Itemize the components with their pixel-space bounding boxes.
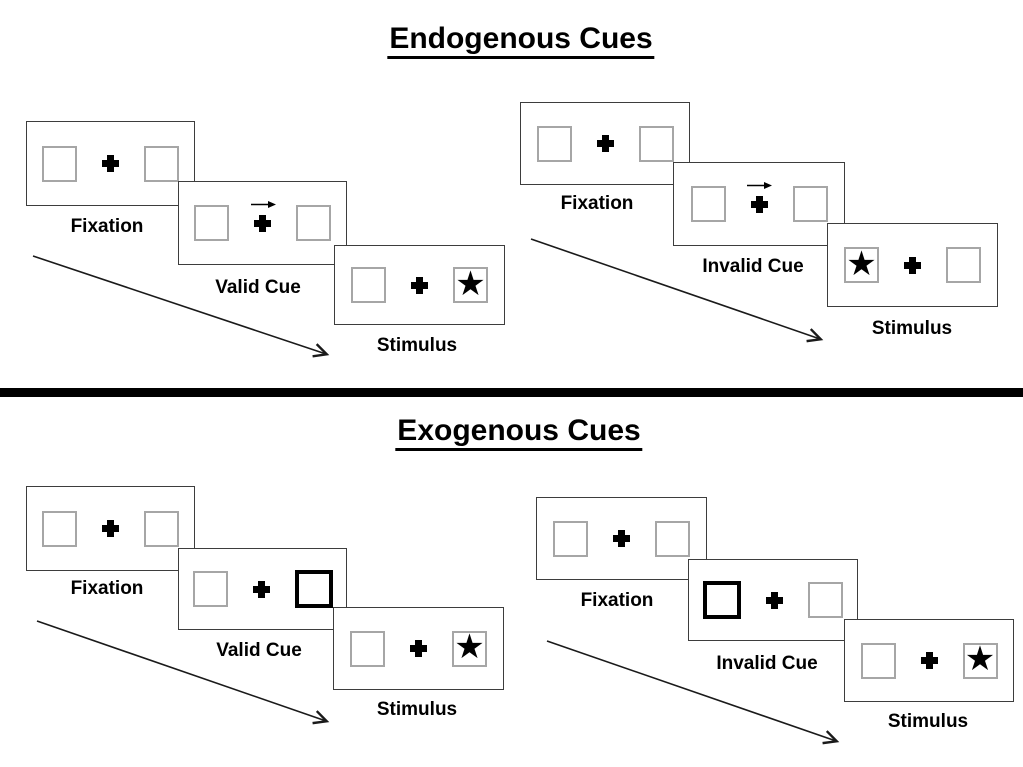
time-arrow-endogenous-valid <box>32 255 330 358</box>
panel-stimulus: ★ <box>827 223 998 307</box>
step-label: Stimulus <box>376 335 458 356</box>
step-label: Stimulus <box>871 318 953 339</box>
step-label: Valid Cue <box>216 640 302 661</box>
central-cue <box>747 181 772 213</box>
step-label: Fixation <box>70 216 144 237</box>
fixation-cross-icon <box>252 580 270 598</box>
time-arrow-exogenous-invalid <box>546 640 840 745</box>
star-stimulus-icon: ★ <box>846 243 877 284</box>
panel-valid-cue <box>178 181 347 265</box>
panel-valid-cue <box>178 548 347 630</box>
cue-arrow-right-icon <box>250 200 276 208</box>
step-label: Fixation <box>560 193 634 214</box>
right-box <box>808 582 843 618</box>
step-label: Invalid Cue <box>716 653 818 674</box>
right-box <box>144 510 179 547</box>
star-stimulus-icon: ★ <box>455 263 486 304</box>
panel-stimulus: ★ <box>334 245 505 325</box>
fixation-cross-icon <box>920 652 938 669</box>
step-label: Fixation <box>580 590 654 611</box>
right-box: ★ <box>453 267 488 303</box>
left-box <box>351 267 386 303</box>
left-box <box>192 571 228 607</box>
left-box: ★ <box>844 247 879 283</box>
step-label: Stimulus <box>887 711 969 732</box>
step-label: Stimulus <box>376 699 458 720</box>
time-arrow-exogenous-valid <box>36 620 330 725</box>
step-label: Invalid Cue <box>702 256 804 277</box>
fixation-cross-icon <box>596 135 614 152</box>
left-box <box>42 510 77 547</box>
cue-highlight-box <box>703 581 741 619</box>
step-label: Fixation <box>70 578 144 599</box>
fixation-cross-icon <box>766 591 783 609</box>
section-title: Exogenous Cues <box>395 414 643 451</box>
left-box <box>194 205 229 241</box>
fixation-cross-icon <box>410 640 427 657</box>
time-arrow-endogenous-invalid <box>530 238 824 343</box>
central-cue <box>250 200 276 232</box>
fixation-cross-icon <box>411 276 428 294</box>
right-box <box>792 186 828 222</box>
right-box <box>144 145 179 182</box>
panel-stimulus: ★ <box>333 607 504 690</box>
cue-arrow-right-icon <box>747 181 772 189</box>
cue-highlight-box <box>294 570 333 608</box>
left-box <box>860 642 896 679</box>
fixation-cross-icon <box>102 520 119 537</box>
right-box <box>638 125 674 162</box>
section-title: Endogenous Cues <box>387 22 655 59</box>
panel-invalid-cue <box>688 559 858 641</box>
right-box: ★ <box>962 639 998 679</box>
left-box <box>350 630 385 667</box>
panel-fixation <box>26 486 195 571</box>
right-box <box>296 205 331 241</box>
panel-stimulus: ★ <box>844 619 1014 702</box>
left-box <box>553 520 588 557</box>
fixation-cross-icon <box>750 195 768 213</box>
step-label: Valid Cue <box>215 277 301 298</box>
fixation-cross-icon <box>904 256 921 274</box>
fixation-cross-icon <box>254 214 271 232</box>
star-stimulus-icon: ★ <box>454 627 485 667</box>
right-box <box>655 520 690 557</box>
left-box <box>536 125 572 162</box>
section-divider <box>0 388 1023 397</box>
left-box <box>690 186 726 222</box>
right-box <box>946 247 981 283</box>
panel-fixation <box>536 497 707 580</box>
fixation-cross-icon <box>102 155 119 172</box>
left-box <box>42 145 77 182</box>
right-box: ★ <box>452 627 487 667</box>
panel-fixation <box>520 102 690 185</box>
star-stimulus-icon: ★ <box>964 639 996 679</box>
panel-fixation <box>26 121 195 206</box>
fixation-cross-icon <box>613 530 630 547</box>
panel-invalid-cue <box>673 162 845 246</box>
